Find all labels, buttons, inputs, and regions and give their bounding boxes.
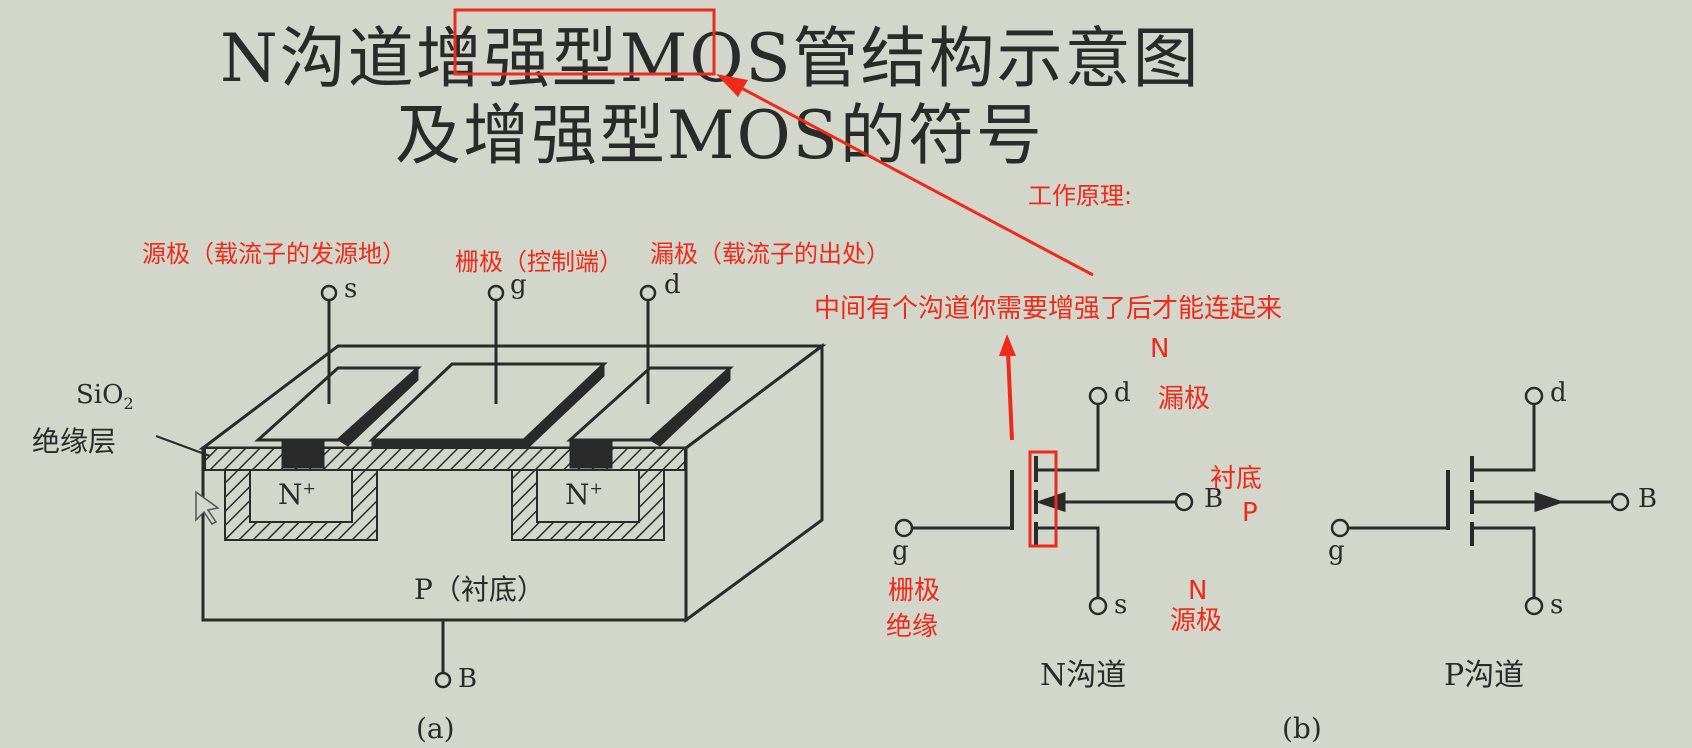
slide-title-line2: 及增强型MOS的符号: [395, 97, 1044, 174]
principle-annotation: 工作原理:: [1028, 182, 1133, 210]
title-highlight-box: [453, 8, 716, 76]
n-label-g: g: [892, 536, 909, 566]
body-terminal: [434, 671, 452, 689]
mos-structure: [155, 284, 827, 689]
p-label-g: g: [1328, 536, 1345, 566]
n-channel-symbol: [894, 386, 1194, 616]
drain-terminal: [639, 284, 657, 302]
n-body-terminal: [1174, 492, 1194, 512]
p-drain-wire: [1472, 404, 1536, 472]
source-terminal: [320, 284, 338, 302]
n-bottom-annotation: N: [1188, 576, 1208, 606]
source-contact: [281, 439, 325, 469]
substrate-cn-annotation: 衬底: [1210, 464, 1263, 494]
n-drain-wire: [1036, 404, 1100, 472]
source-n-plus-label: N+: [278, 478, 316, 511]
structure-label-s: s: [344, 274, 358, 304]
structure-label-d: d: [664, 270, 681, 300]
n-source-terminal: [1088, 596, 1108, 616]
cursor-icon: [195, 490, 220, 525]
n-gate-terminal: [894, 518, 914, 538]
source-n-well: [249, 469, 353, 523]
n-channel-caption: N沟道: [1040, 658, 1127, 693]
n-source-wire: [1036, 526, 1100, 598]
p-source-wire: [1472, 526, 1536, 598]
slide-title-line1: N沟道增强型MOS管结构示意图: [220, 20, 1201, 97]
p-body-arrow: [1534, 491, 1565, 513]
sio2-layer: [204, 447, 686, 471]
n-drain-terminal: [1088, 386, 1108, 406]
p-label-b: B: [1638, 484, 1658, 514]
insulation-cn-annotation: 绝缘: [886, 612, 939, 642]
structure-label-g: g: [510, 270, 527, 300]
drain-annotation: 漏极（载流子的出处）: [650, 240, 890, 268]
insulator-layer-label: 绝缘层: [32, 425, 117, 458]
n-top-annotation: N: [1150, 334, 1170, 364]
channel-highlight-box: [1028, 450, 1058, 548]
drain-contact: [569, 439, 613, 469]
gate-cn-annotation: 栅极: [888, 576, 941, 606]
caption-a: (a): [416, 712, 455, 745]
p-drain-terminal: [1524, 386, 1544, 406]
caption-b: (b): [1282, 712, 1322, 745]
arrow-to-note: [1006, 351, 1014, 441]
source-annotation: 源极（载流子的发源地）: [142, 240, 406, 268]
sio2-pointer: [155, 435, 211, 457]
p-label-s: s: [1550, 590, 1564, 620]
p-body-terminal: [1610, 492, 1630, 512]
n-label-d: d: [1114, 378, 1131, 408]
substrate-right-face: [684, 343, 824, 623]
drain-cn-annotation: 漏极: [1158, 384, 1211, 414]
drain-n-well: [536, 469, 640, 523]
source-cn-annotation: 源极: [1170, 606, 1223, 636]
channel-annotation: 中间有个沟道你需要增强了后才能连起来: [814, 294, 1283, 324]
substrate-label: P（衬底）: [414, 573, 545, 606]
gate-terminal: [487, 284, 505, 302]
p-channel-symbol: [1330, 386, 1630, 616]
gate-annotation: 栅极（控制端）: [455, 248, 623, 276]
p-annotation: P: [1242, 498, 1258, 528]
drain-n-plus-label: N+: [565, 478, 603, 511]
arrow-to-title-head: [716, 74, 748, 97]
arrow-to-title: [729, 80, 1094, 277]
p-source-terminal: [1524, 596, 1544, 616]
structure-label-b: B: [458, 664, 478, 694]
n-label-s: s: [1114, 590, 1128, 620]
p-gate-terminal: [1330, 518, 1350, 538]
p-label-d: d: [1550, 378, 1567, 408]
n-label-b: B: [1204, 484, 1224, 514]
arrow-to-note-head: [999, 334, 1016, 356]
sio2-label: SiO2: [76, 380, 134, 414]
p-channel-caption: P沟道: [1444, 658, 1525, 693]
n-body-arrow: [1035, 491, 1066, 513]
